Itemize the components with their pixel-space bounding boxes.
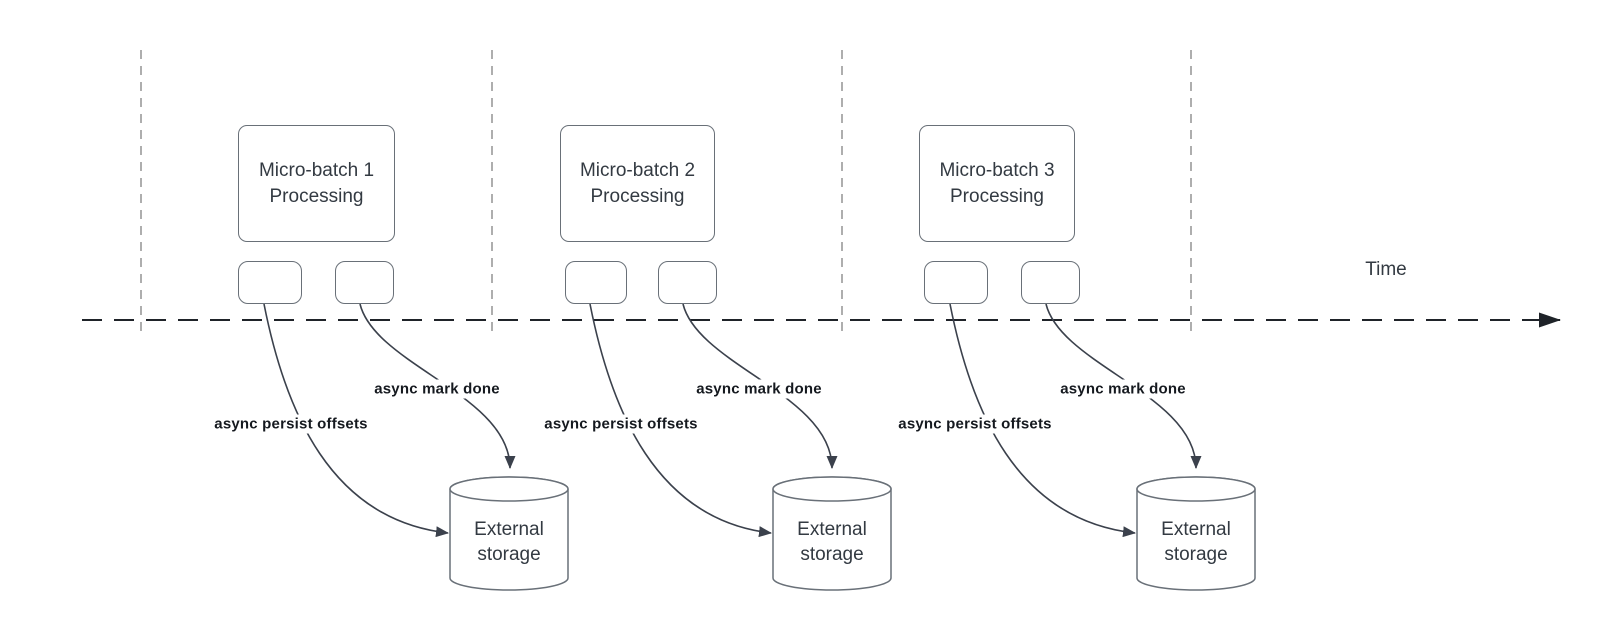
time-axis-label: Time xyxy=(1365,259,1407,280)
external-storage-cylinder-2 xyxy=(772,476,892,591)
external-storage-label-1-line2: storage xyxy=(477,544,541,565)
mark-done-task-box-1 xyxy=(335,261,394,304)
persist-task-box-2 xyxy=(565,261,627,304)
persist-offsets-label-3: async persist offsets xyxy=(894,414,1056,434)
persist-offsets-arrow-2 xyxy=(589,303,772,538)
external-storage-label-2-line1: External xyxy=(797,519,867,540)
external-storage-label-1: External storage xyxy=(450,497,568,587)
persist-offsets-arrow-1 xyxy=(263,303,449,538)
external-storage-label-3-line1: External xyxy=(1161,519,1231,540)
mark-done-task-box-3 xyxy=(1021,261,1080,304)
external-storage-label-3: External storage xyxy=(1137,497,1255,587)
mark-done-task-box-2 xyxy=(658,261,717,304)
persist-offsets-label-1: async persist offsets xyxy=(210,414,372,434)
persist-offsets-arrow-3 xyxy=(949,303,1136,538)
micro-batch-2-box: Micro-batch 2 Processing xyxy=(560,125,715,242)
persist-offsets-label-2: async persist offsets xyxy=(540,414,702,434)
mark-done-label-3: async mark done xyxy=(1056,379,1190,399)
external-storage-label-3-line2: storage xyxy=(1164,544,1228,565)
external-storage-label-2: External storage xyxy=(773,497,891,587)
micro-batch-2-title-line1: Micro-batch 2 xyxy=(579,159,696,181)
persist-task-box-1 xyxy=(238,261,302,304)
micro-batch-3-title-line2: Processing xyxy=(950,185,1044,207)
mark-done-label-1: async mark done xyxy=(370,379,504,399)
external-storage-label-2-line2: storage xyxy=(800,544,864,565)
micro-batch-1-box: Micro-batch 1 Processing xyxy=(238,125,395,242)
external-storage-label-1-line1: External xyxy=(474,519,544,540)
micro-batch-3-box: Micro-batch 3 Processing xyxy=(919,125,1075,242)
external-storage-cylinder-1 xyxy=(449,476,569,591)
micro-batch-1-title-line2: Processing xyxy=(269,185,364,207)
mark-done-label-2: async mark done xyxy=(692,379,826,399)
micro-batch-1-title-line1: Micro-batch 1 xyxy=(258,159,375,181)
micro-batch-3-title-line1: Micro-batch 3 xyxy=(939,159,1055,181)
persist-task-box-3 xyxy=(924,261,988,304)
external-storage-cylinder-3 xyxy=(1136,476,1256,591)
micro-batch-2-title-line2: Processing xyxy=(590,185,685,207)
